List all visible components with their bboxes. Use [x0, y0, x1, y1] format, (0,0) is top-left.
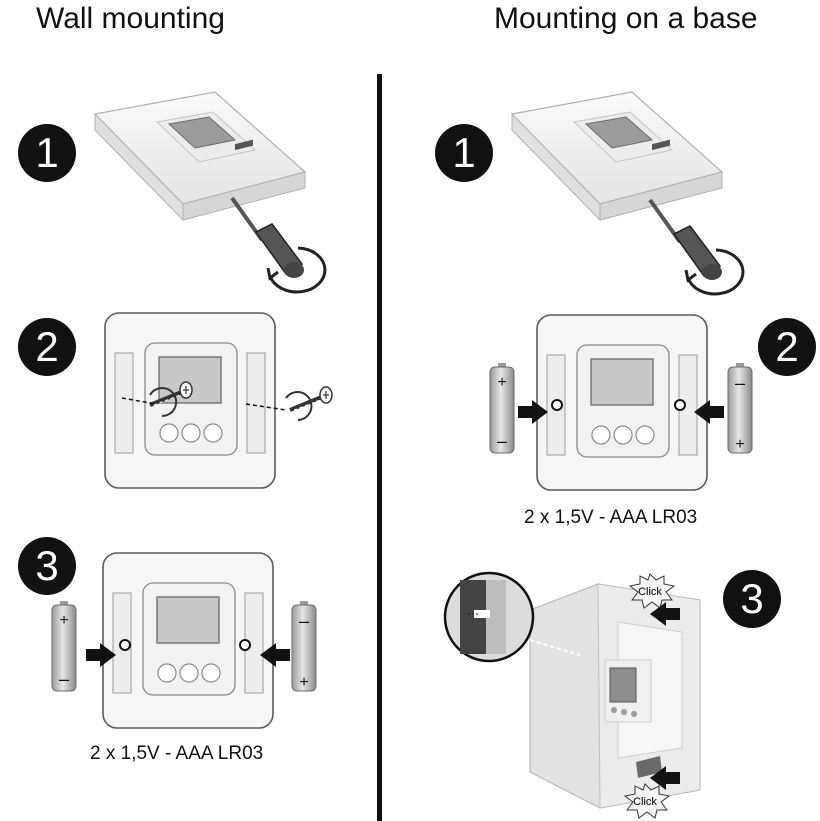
svg-text:–: – [735, 373, 745, 393]
heading-mounting-on-base: Mounting on a base [494, 2, 758, 35]
screw-guide-line [121, 397, 157, 405]
step-badge-right-2: 2 [758, 318, 816, 376]
rotation-arrow-icon [149, 387, 178, 418]
svg-text:+: + [299, 674, 308, 691]
step-badge-left-3: 3 [18, 537, 76, 595]
svg-text:+: + [59, 612, 68, 629]
right-step1-thermostat [511, 91, 723, 221]
step-badge-right-3: 3 [723, 570, 781, 628]
click-label-bottom: Click [633, 796, 657, 808]
svg-text:+: + [735, 436, 744, 453]
right-step3-thermostat-on-base [529, 583, 701, 809]
step-badge-left-2: 2 [18, 318, 76, 376]
left-step1-thermostat [94, 91, 306, 221]
svg-text:–: – [299, 611, 309, 631]
battery-icon: – + [727, 362, 753, 454]
svg-text:+: + [497, 374, 506, 391]
rotation-arrow-icon [285, 391, 313, 421]
svg-text:–: – [59, 669, 69, 689]
step-badge-right-1: 1 [435, 124, 493, 182]
battery-icon: – + [291, 600, 317, 692]
column-divider [377, 74, 382, 821]
battery-caption-right: 2 x 1,5V - AAA LR03 [524, 507, 698, 528]
heading-wall-mounting: Wall mounting [36, 2, 225, 35]
click-label-top: Click [638, 586, 662, 598]
left-step2-base-plate [104, 312, 276, 489]
screwdriver-icon [230, 196, 327, 294]
svg-text:–: – [497, 431, 507, 451]
click-burst-icon [628, 573, 676, 609]
screwdriver-icon [648, 198, 745, 296]
click-burst-icon [623, 783, 671, 819]
battery-icon: + – [51, 600, 77, 692]
battery-caption-left: 2 x 1,5V - AAA LR03 [90, 743, 264, 764]
step-badge-left-1: 1 [18, 124, 76, 182]
battery-icon: + – [489, 362, 515, 454]
magnifier-detail [443, 571, 581, 663]
